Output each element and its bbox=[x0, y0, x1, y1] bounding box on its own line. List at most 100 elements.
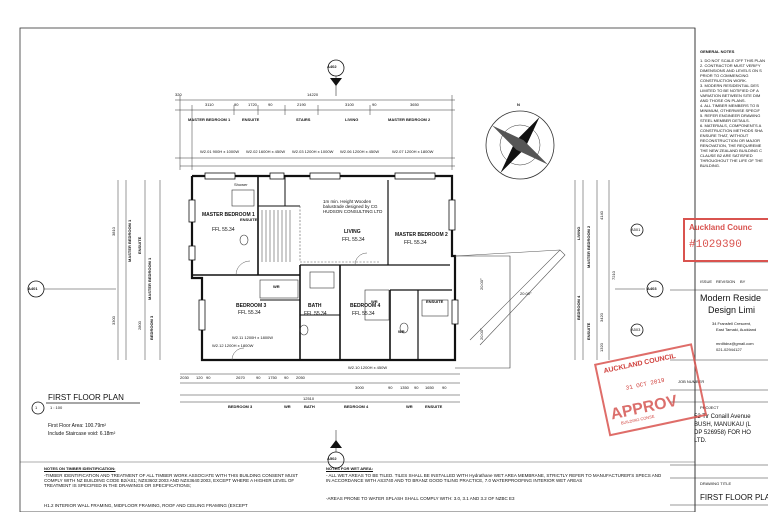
dim-bottom-10: 1350 bbox=[400, 385, 409, 390]
council-consent-stamp: Auckland Counc #1029390 bbox=[683, 218, 768, 262]
general-note-line: 4. ALL TIMBER MEMBERS TO B bbox=[700, 103, 759, 108]
dim-bottom-12: 1650 bbox=[425, 385, 434, 390]
section-marker-left: A401 bbox=[28, 286, 38, 291]
general-note-line: RECONSTRUCTION OR MAJOR bbox=[700, 138, 760, 143]
approval-stamp: AUCKLAND COUNCIL 31 OCT 2019 APPROV BUIL… bbox=[594, 343, 713, 462]
dim-top-7: 90 bbox=[372, 102, 377, 107]
company-name-line1: Modern Reside bbox=[700, 293, 762, 303]
right-label-1: MASTER BEDROOM 2 bbox=[586, 225, 591, 268]
shower-label: Shower bbox=[234, 182, 248, 187]
drawing-title: FIRST FLOOR PLA bbox=[700, 493, 768, 502]
top-room-label-4: MASTER BEDROOM 2 bbox=[388, 117, 431, 122]
general-note-line: 2. CONTRACTOR MUST VERIFY bbox=[700, 63, 761, 68]
bottom-room-label-2: BATH bbox=[304, 404, 315, 409]
dim-bottom-8: 3000 bbox=[355, 385, 364, 390]
dim-top-5: 2190 bbox=[297, 102, 306, 107]
window-label-3: W2.06 1200H x 450W bbox=[340, 149, 380, 154]
company-name-line2: Design Limi bbox=[708, 305, 756, 315]
company-address2: East Tamaki, Auckland bbox=[716, 327, 757, 332]
window-label-2: W2.03 1200H x 1000W bbox=[292, 149, 334, 154]
dim-top-1: 3110 bbox=[205, 102, 214, 107]
dim-top-3: 1720 bbox=[248, 102, 257, 107]
wr-label-2: WR bbox=[371, 299, 378, 304]
general-note-line: 3. MODERN RESIDENTIAL DES bbox=[700, 83, 759, 88]
general-note-line: PRIOR TO COMMENCING bbox=[700, 73, 749, 78]
dim-top-overall: 14220 bbox=[307, 92, 319, 97]
left-dim-0: 3810 bbox=[111, 227, 116, 236]
window-label-4: W2.07 1200H x 1800W bbox=[392, 149, 434, 154]
timber-notes-h12: H1.2 INTERIOR WALL FRAMING, MIDFLOOR FRA… bbox=[44, 503, 248, 508]
general-note-line: CONSTRUCTION WORK. bbox=[700, 78, 747, 83]
room-master-bedroom-2-name: MASTER BEDROOM 2 bbox=[395, 232, 448, 238]
dim-bottom-11: 90 bbox=[414, 385, 419, 390]
plan-floor-area: First Floor Area: 100.79m² bbox=[48, 423, 107, 429]
room-bedroom-3-name: BEDROOM 3 bbox=[236, 303, 267, 309]
section-marker-right-bottom: A503 bbox=[631, 327, 641, 332]
dim-bottom-13: 90 bbox=[442, 385, 447, 390]
general-note-line: THROUGHOUT THE LIFE OF THE bbox=[700, 158, 763, 163]
right-dim-1: 7210 bbox=[611, 271, 616, 280]
dim-top-6: 3100 bbox=[345, 102, 354, 107]
room-master-bedroom-1-ffl: FFL 55.34 bbox=[212, 227, 235, 233]
window-label-5: W2.11 1200H x 1800W bbox=[232, 335, 274, 340]
dim-bottom-2: 90 bbox=[206, 375, 211, 380]
general-note-line: STEEL MEMBER DETAILS. bbox=[700, 118, 750, 123]
general-note-line: DIMENSIONS AND LEVELS ON S bbox=[700, 68, 762, 73]
window-label-0: W2.01 900H x 1000W bbox=[200, 149, 240, 154]
top-room-label-0: MASTER BEDROOM 1 bbox=[188, 117, 231, 122]
wr-label-1: WR bbox=[273, 284, 280, 289]
general-note-line: ENSURE THAT, WITHOUT bbox=[700, 133, 749, 138]
general-note-line: 6. MATERIALS, COMPONENTS A bbox=[700, 123, 762, 128]
revision-col-by: BY bbox=[740, 279, 746, 284]
left-dim-2: 2800 bbox=[137, 321, 142, 330]
timber-notes-body: -TIMBER IDENTIFICATION AND TREATMENT OF … bbox=[44, 473, 298, 489]
right-label-3: ENSUITE bbox=[586, 322, 591, 340]
general-note-line: 5. REFER ENGINEER DRAWING bbox=[700, 113, 761, 118]
company-phone: 021-02944127 bbox=[716, 347, 742, 352]
council-stamp-name: Auckland Counc bbox=[689, 223, 753, 232]
top-room-label-1: ENSUITE bbox=[242, 117, 260, 122]
dim-top-4: 90 bbox=[268, 102, 273, 107]
left-label-1: ENSUITE bbox=[137, 236, 142, 254]
right-dim-3: 1320 bbox=[599, 343, 604, 352]
bottom-room-label-5: ENSUITE bbox=[425, 404, 443, 409]
revision-col-revision: REVISION bbox=[716, 279, 736, 284]
top-room-label-2: STAIRS bbox=[296, 117, 311, 122]
left-label-2: MASTER BEDROOM 1 bbox=[147, 257, 152, 300]
left-dim-1: 3300 bbox=[111, 316, 116, 325]
room-bath-name: BATH bbox=[308, 303, 322, 309]
window-label-6: W2.12 1200H x 1800W bbox=[212, 343, 254, 348]
compass-north-label: N bbox=[517, 102, 520, 107]
project-line-3: LTD. bbox=[694, 438, 707, 444]
drawing-title-label: DRAWING TITLE bbox=[700, 481, 732, 486]
council-stamp-number: #1029390 bbox=[689, 239, 742, 251]
room-master-bedroom-2-ffl: FFL 55.34 bbox=[404, 240, 427, 246]
left-label-3: BEDROOM 3 bbox=[149, 315, 154, 340]
top-room-label-3: LIVING bbox=[345, 117, 359, 122]
dim-bottom-overall: 12510 bbox=[303, 396, 315, 401]
left-label-0: MASTER BEDROOM 1 bbox=[127, 219, 132, 262]
general-note-line: AND THOSE ON PLANS. bbox=[700, 98, 746, 103]
company-address1: 34 Fransfell Crescent, bbox=[712, 321, 752, 326]
bottom-room-label-1: WR bbox=[284, 404, 291, 409]
dim-bottom-9: 90 bbox=[388, 385, 393, 390]
room-master-bedroom-1-name: MASTER BEDROOM 1 bbox=[202, 212, 255, 218]
dim-bottom-3: 2670 bbox=[236, 375, 245, 380]
roof-angle-1: 20.00° bbox=[479, 278, 484, 290]
general-note-line: RENOVATION, THE REQUIREME bbox=[700, 143, 762, 148]
room-bedroom-3-ffl: FFL 55.34 bbox=[238, 310, 261, 316]
timber-notes-title: NOTES ON TIMBER IDENTIFICATION: bbox=[44, 466, 116, 471]
dim-bottom-7: 2050 bbox=[296, 375, 305, 380]
general-note-line: CONSTRUCTION METHODS SHA bbox=[700, 128, 763, 133]
general-note-line: BUILDING. bbox=[700, 163, 721, 168]
company-email: mrdltdnz@gmail.com bbox=[716, 341, 754, 346]
wr-label-3: WR bbox=[398, 329, 405, 334]
section-marker-bottom: A502 bbox=[327, 456, 337, 461]
plan-staircase-void: Include Staircase void: 6.18m² bbox=[48, 431, 116, 437]
right-label-2: BEDROOM 4 bbox=[576, 295, 581, 320]
window-label-1: W2.02 1600H x 450W bbox=[246, 149, 286, 154]
plan-title: FIRST FLOOR PLAN bbox=[48, 393, 124, 402]
dim-bottom-4: 90 bbox=[256, 375, 261, 380]
room-bath-ffl: FFL 55.34 bbox=[304, 311, 327, 317]
